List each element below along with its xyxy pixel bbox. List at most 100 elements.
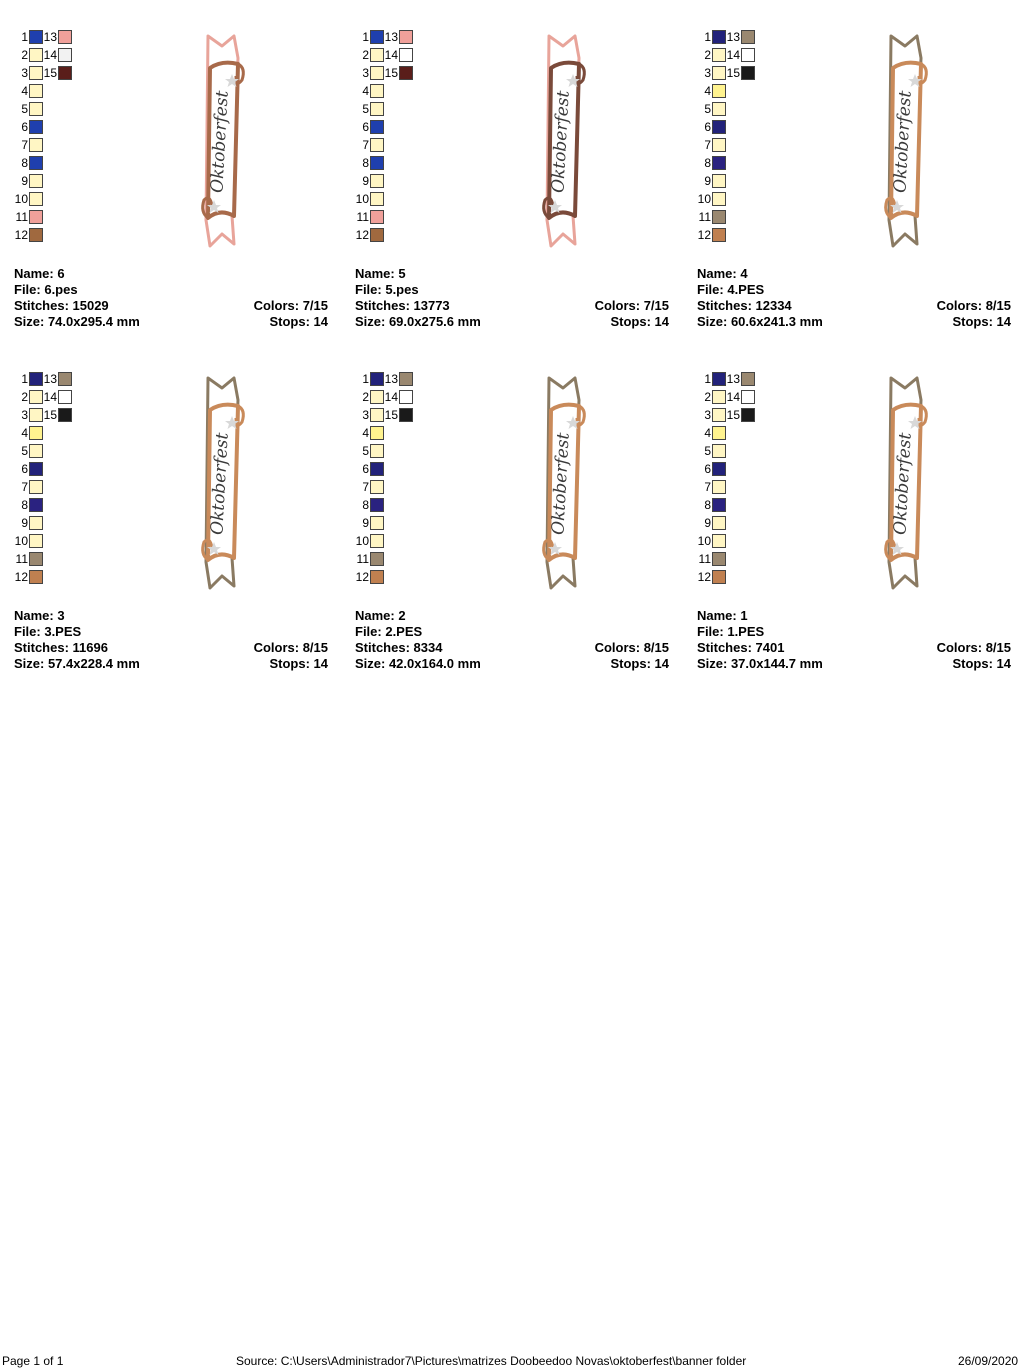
color-number: 9: [704, 174, 711, 188]
color-swatch: [712, 390, 726, 404]
footer-source: Source: C:\Users\Administrador7\Pictures…: [236, 1354, 747, 1368]
color-number: 13: [43, 372, 57, 386]
color-swatch: [370, 138, 384, 152]
scroll-curl-top: [234, 62, 245, 85]
design-preview: Oktoberfest: [533, 30, 597, 252]
color-number: 11: [698, 552, 711, 566]
star-icon: [207, 542, 221, 555]
stops-label: Stops: 14: [610, 656, 669, 671]
color-swatch: [741, 408, 755, 422]
info-line: File: 6.pes: [14, 282, 328, 298]
info-line: Stitches: 12334 Colors: 8/15: [697, 298, 1011, 314]
color-number: 1: [362, 30, 369, 44]
name-label: Name: 5: [355, 266, 406, 281]
color-number: 4: [362, 426, 369, 440]
color-swatch: [58, 48, 72, 62]
color-number: 8: [704, 498, 711, 512]
color-swatch: [58, 66, 72, 80]
color-number: 14: [384, 48, 398, 62]
color-swatch: [29, 426, 43, 440]
stops-label: Stops: 14: [610, 314, 669, 329]
color-number: 15: [384, 66, 398, 80]
color-swatch: [370, 210, 384, 224]
color-swatch: [712, 462, 726, 476]
color-number: 12: [697, 570, 711, 584]
stitches-label: Stitches: 12334: [697, 298, 792, 313]
color-row: 12: [355, 228, 445, 242]
color-row: 10: [14, 534, 104, 548]
color-swatch: [370, 462, 384, 476]
colors-label: Colors: 8/15: [936, 298, 1011, 313]
banner-scroll: [547, 60, 581, 220]
color-number: 5: [704, 102, 711, 116]
color-swatch: [29, 102, 43, 116]
color-number: 3: [704, 408, 711, 422]
color-row: 11: [697, 210, 787, 224]
color-row: 5: [697, 444, 787, 458]
color-swatch: [370, 444, 384, 458]
info-line: Name: 1: [697, 608, 1011, 624]
banner-scroll: [206, 60, 240, 220]
color-swatch: [399, 408, 413, 422]
color-row: 12: [697, 570, 787, 584]
color-number: 13: [726, 30, 740, 44]
color-row: 6: [14, 120, 104, 134]
color-swatch: [370, 66, 384, 80]
color-swatch: [370, 48, 384, 62]
color-swatch: [29, 372, 43, 386]
name-label: Name: 2: [355, 608, 406, 623]
color-number: 5: [21, 444, 28, 458]
color-number: 13: [384, 372, 398, 386]
color-number: 6: [704, 462, 711, 476]
colors-label: Colors: 8/15: [253, 640, 328, 655]
color-swatch: [29, 210, 43, 224]
star-icon: [566, 416, 580, 429]
color-swatch: [370, 120, 384, 134]
banner-outline: [204, 34, 240, 248]
color-swatch: [370, 534, 384, 548]
stitches-label: Stitches: 15029: [14, 298, 109, 313]
color-number: 2: [704, 48, 711, 62]
color-number: 10: [355, 534, 369, 548]
color-swatch: [399, 372, 413, 386]
color-number: 13: [384, 30, 398, 44]
color-swatch: [712, 372, 726, 386]
color-row: 4: [355, 84, 445, 98]
banner-image: Oktoberfest: [201, 376, 245, 590]
color-number: 11: [15, 210, 28, 224]
star-icon: [548, 542, 562, 555]
color-swatch: [712, 102, 726, 116]
color-swatch: [370, 516, 384, 530]
color-number: 7: [362, 480, 369, 494]
size-label: Size: 74.0x295.4 mm: [14, 314, 140, 329]
color-number: 6: [362, 120, 369, 134]
color-swatch: [29, 228, 43, 242]
color-row: 9: [14, 174, 104, 188]
color-row: 4: [697, 426, 787, 440]
color-number: 12: [14, 570, 28, 584]
color-number: 6: [362, 462, 369, 476]
color-row: 8: [697, 498, 787, 512]
color-number: 10: [697, 192, 711, 206]
scroll-curl-bottom: [542, 538, 555, 562]
color-number: 6: [704, 120, 711, 134]
scroll-curl-bottom: [201, 196, 214, 220]
color-row: 11: [14, 552, 104, 566]
color-number: 10: [697, 534, 711, 548]
scroll-curl-bottom: [201, 538, 214, 562]
color-swatch: [29, 444, 43, 458]
